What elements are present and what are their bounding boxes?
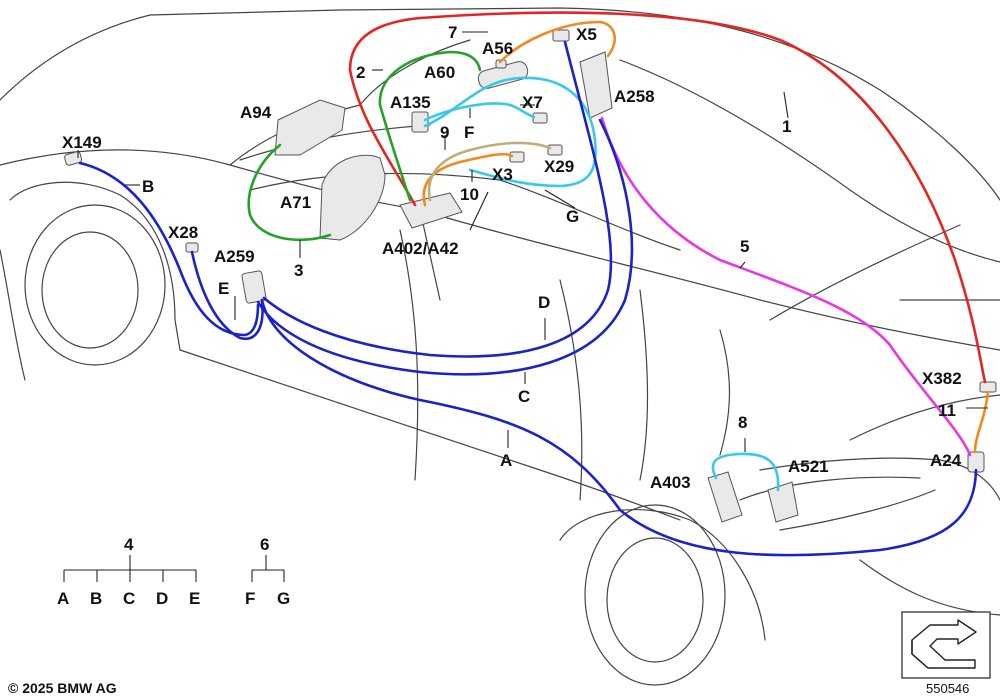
- legend-4: 4 A B C D E: [57, 535, 200, 608]
- legend-6-item-g: G: [277, 589, 290, 608]
- label-d: D: [538, 293, 550, 312]
- label-x3: X3: [492, 165, 513, 184]
- copyright: © 2025 BMW AG: [8, 680, 117, 696]
- wire-a: [260, 298, 978, 557]
- orientation-box: [901, 611, 991, 679]
- label-11: 11: [938, 401, 956, 420]
- wire-d: [262, 40, 613, 358]
- connector-x7: [532, 112, 548, 124]
- label-a402-a42: A402/A42: [382, 239, 459, 258]
- label-3: 3: [294, 261, 303, 280]
- wire-e: [190, 250, 264, 341]
- car-outline: [0, 7, 1000, 686]
- label-5: 5: [740, 237, 749, 256]
- label-a60: A60: [424, 63, 455, 82]
- legend-6: 6 F G: [245, 535, 290, 608]
- wire-g: [423, 76, 597, 188]
- wire-10: [422, 152, 514, 207]
- label-f: F: [464, 123, 474, 142]
- wire-8: [711, 452, 780, 492]
- label-x28: X28: [168, 223, 198, 242]
- wire-3: [247, 143, 332, 242]
- wire-2: [378, 50, 482, 202]
- module-a258: [579, 51, 613, 119]
- leader-lines: [77, 31, 988, 452]
- orientation-arrow-icon: [911, 619, 977, 669]
- connector-x382: [979, 381, 997, 393]
- connector-x149: [64, 151, 83, 166]
- module-a71: [319, 154, 386, 241]
- label-7: 7: [448, 23, 457, 42]
- label-1: 1: [782, 117, 791, 136]
- label-x149: X149: [62, 133, 102, 152]
- reference-number: 550546: [926, 681, 969, 696]
- wires: [78, 11, 990, 557]
- label-8: 8: [738, 413, 747, 432]
- legend-4-item-a: A: [57, 589, 69, 608]
- label-2: 2: [356, 63, 365, 82]
- connector-x28: [185, 242, 199, 253]
- label-a135: A135: [390, 93, 431, 112]
- label-g: G: [566, 207, 579, 226]
- legend-4-title: 4: [124, 535, 134, 554]
- wire-b: [78, 161, 260, 337]
- label-x382: X382: [922, 369, 962, 388]
- wire-11: [973, 390, 990, 454]
- module-a402-a42: [399, 192, 463, 229]
- label-b: B: [142, 177, 154, 196]
- module-a135: [411, 111, 429, 133]
- label-a: A: [500, 451, 512, 470]
- legend-6-item-f: F: [245, 589, 255, 608]
- legend-4-item-d: D: [156, 589, 168, 608]
- legend-4-item-c: C: [123, 589, 135, 608]
- connector-x5: [552, 29, 570, 42]
- label-a94: A94: [240, 103, 272, 122]
- module-a259: [241, 270, 267, 304]
- label-a56: A56: [482, 39, 513, 58]
- module-a403: [707, 471, 743, 523]
- wire-c: [256, 118, 634, 376]
- label-a521: A521: [788, 457, 829, 476]
- legend-4-item-b: B: [90, 589, 102, 608]
- label-x7: X7: [522, 93, 543, 112]
- legend-6-title: 6: [260, 535, 269, 554]
- components: [64, 29, 997, 523]
- wire-7: [498, 20, 616, 64]
- label-a24: A24: [930, 451, 962, 470]
- module-a521: [767, 481, 799, 523]
- label-e: E: [218, 279, 229, 298]
- wire-1: [348, 11, 987, 384]
- callout-labels: X149 B A94 A71 X28 A259 3 E 2 7 A56 A60 …: [62, 23, 962, 492]
- label-x5: X5: [576, 25, 597, 44]
- label-c: C: [518, 387, 530, 406]
- label-x29: X29: [544, 157, 574, 176]
- wire-9: [427, 141, 552, 202]
- wire-5: [600, 116, 972, 457]
- label-a258: A258: [614, 87, 655, 106]
- label-a259: A259: [214, 247, 255, 266]
- connector-x29: [547, 144, 563, 156]
- module-a94: [274, 99, 346, 156]
- label-a403: A403: [650, 473, 691, 492]
- label-a71: A71: [280, 193, 311, 212]
- connector-x3: [509, 151, 525, 163]
- label-10: 10: [460, 185, 479, 204]
- label-9: 9: [440, 123, 449, 142]
- legend-4-item-e: E: [189, 589, 200, 608]
